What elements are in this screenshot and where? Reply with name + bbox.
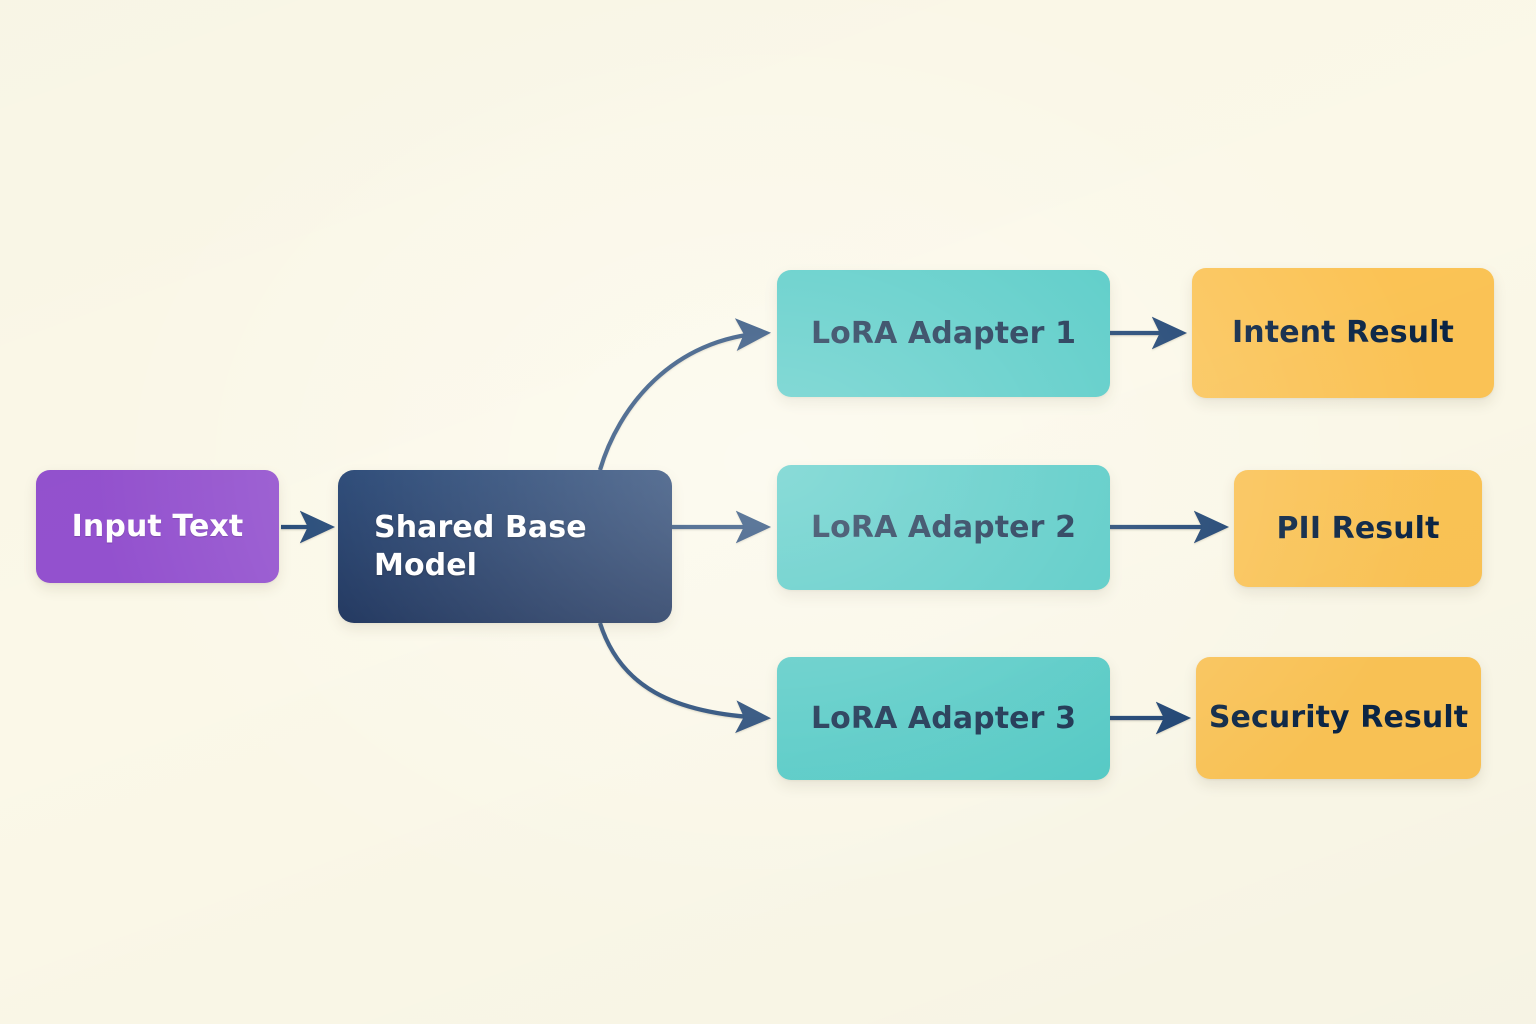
node-lora-adapter-3[interactable]: LoRA Adapter 3 (777, 657, 1110, 780)
node-label-security-result: Security Result (1208, 700, 1469, 736)
edge-base-to-adapter-3 (597, 622, 772, 734)
node-label-intent-result: Intent Result (1232, 315, 1454, 351)
node-label-lora-adapter-2: LoRA Adapter 2 (810, 509, 1077, 545)
node-label-lora-adapter-1: LoRA Adapter 1 (810, 315, 1077, 351)
node-lora-adapter-1[interactable]: LoRA Adapter 1 (777, 270, 1110, 397)
edge-base-to-adapter-1 (597, 318, 772, 471)
node-label-pii-result: PII Result (1276, 510, 1440, 546)
node-input-text[interactable]: Input Text (36, 470, 279, 583)
node-security-result[interactable]: Security Result (1196, 657, 1481, 779)
node-label-lora-adapter-3: LoRA Adapter 3 (810, 700, 1077, 736)
node-lora-adapter-2[interactable]: LoRA Adapter 2 (777, 465, 1110, 590)
node-pii-result[interactable]: PII Result (1234, 470, 1482, 587)
node-label-input-text: Input Text (71, 508, 244, 544)
node-intent-result[interactable]: Intent Result (1192, 268, 1494, 398)
